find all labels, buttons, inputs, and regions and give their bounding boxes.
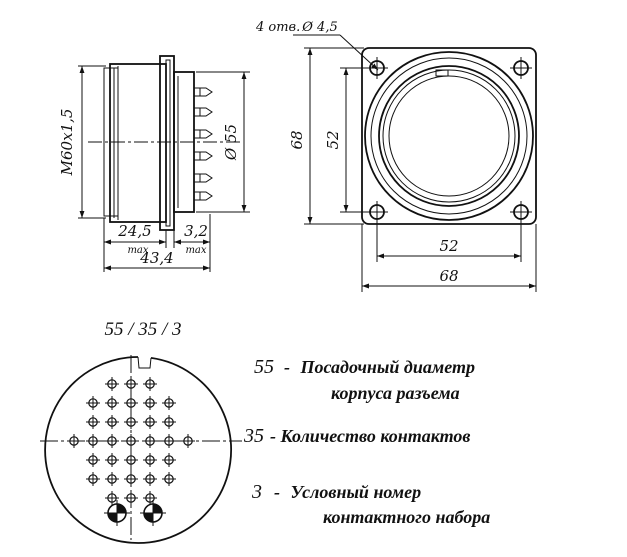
contact-pin (124, 491, 138, 505)
contact-pin (105, 396, 119, 410)
contact-pin (105, 415, 119, 429)
contact-pin (86, 434, 100, 448)
contact-layout: 55 / 35 / 3 (40, 319, 242, 544)
contact-pin (143, 491, 157, 505)
contact-pin-large (140, 500, 166, 526)
contact-pin (124, 453, 138, 467)
mount-hole (510, 57, 532, 79)
contact-pin (143, 434, 157, 448)
contact-pin (181, 434, 195, 448)
contact-pin (143, 396, 157, 410)
contact-pin (86, 396, 100, 410)
dim-outer-height: 68 (288, 130, 306, 149)
side-pin (194, 173, 213, 183)
contact-pin (124, 377, 138, 391)
holes-label: 4 отв.Ø 4,5 (255, 20, 338, 35)
front-ring-outer (364, 51, 534, 221)
legend-line-3: 3- Условный номер (251, 481, 421, 503)
front-key-notch (435, 69, 449, 77)
legend-line-2: 35- Количество контактов (243, 425, 470, 447)
contact-pin (86, 472, 100, 486)
contact-pin (162, 472, 176, 486)
contact-pin (105, 491, 119, 505)
front-ring-inner (388, 75, 510, 197)
legend-line-1: 55- Посадочный диаметр (254, 356, 475, 378)
contact-pin (143, 377, 157, 391)
contact-pin (86, 415, 100, 429)
contact-pin (105, 434, 119, 448)
contact-pin (162, 415, 176, 429)
side-flange (159, 55, 175, 231)
contact-pin (105, 472, 119, 486)
legend-line-3b: контактного набора (323, 507, 490, 527)
contact-pin (162, 453, 176, 467)
side-pin (194, 191, 213, 201)
diameter-label: Ø 55 (222, 124, 240, 161)
contact-pin (143, 472, 157, 486)
dim-body-length: 24,5 (117, 222, 151, 240)
contact-pin (162, 434, 176, 448)
dim-body-length-note: max (127, 245, 148, 256)
contact-pin-large (104, 500, 130, 526)
contact-pin (124, 415, 138, 429)
dim-inner-height: 52 (324, 130, 342, 149)
side-view: M60x1,5 Ø 55 24,5 max 3,2 max 43,4 (58, 55, 250, 272)
side-pin (194, 129, 213, 139)
front-view: 4 отв.Ø 4,5 68 52 52 68 (255, 20, 537, 292)
contact-pin (124, 472, 138, 486)
contact-pin (105, 377, 119, 391)
thread-label: M60x1,5 (58, 109, 76, 177)
side-pin (194, 87, 213, 97)
dim-inner-width: 52 (439, 237, 458, 255)
side-pins (194, 87, 213, 201)
contact-pin (67, 434, 81, 448)
contact-insert-outline (44, 356, 232, 544)
contact-pin (124, 396, 138, 410)
contact-pin (143, 415, 157, 429)
legend: 55- Посадочный диаметр корпуса разъема 3… (243, 356, 490, 527)
legend-line-1b: корпуса разъема (331, 383, 460, 403)
front-mount-holes (366, 57, 532, 223)
contact-pin (162, 396, 176, 410)
contact-layout-code: 55 / 35 / 3 (104, 319, 181, 340)
contact-pin (86, 453, 100, 467)
contact-grid (67, 377, 195, 526)
contact-pin (124, 434, 138, 448)
dim-pin-length: 3,2 (184, 222, 208, 240)
dim-outer-width: 68 (439, 267, 458, 285)
dim-pin-length-note: max (185, 245, 206, 256)
contact-pin (143, 453, 157, 467)
dim-total-length: 43,4 (139, 249, 173, 267)
front-flange (361, 47, 537, 225)
side-pin (194, 151, 213, 161)
side-pin (194, 107, 213, 117)
contact-pin (105, 453, 119, 467)
